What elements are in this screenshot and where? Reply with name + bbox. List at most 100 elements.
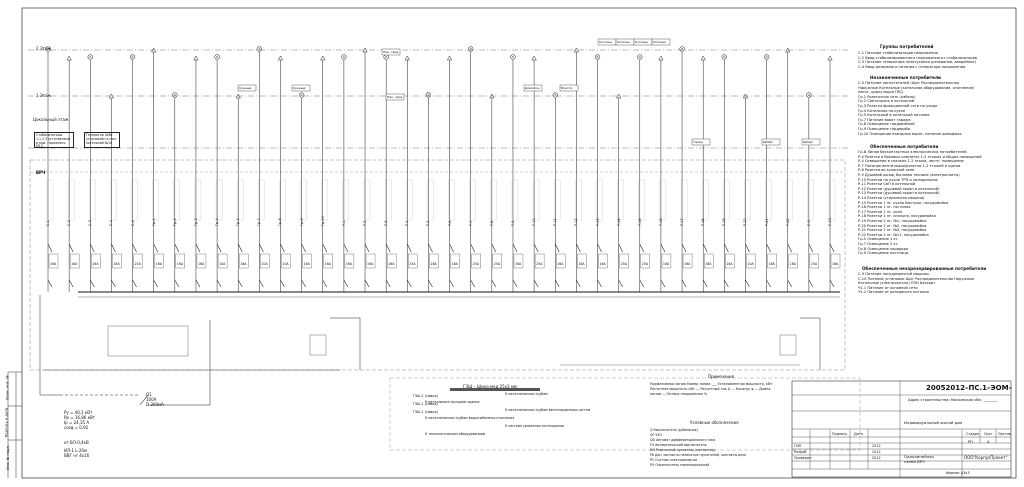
format-label: Формат А3х3 [946,471,970,475]
rcd-contact [808,279,814,288]
feeder-Гр-10 [320,55,333,292]
breaker-box [704,253,714,269]
grounding-item: ГЗШ-1 (с/ввод) [413,402,438,406]
feeder-label: Гр-3 [193,218,198,226]
symbol-item: QF УЗО [650,433,662,437]
rcd-contact [132,279,137,288]
feeder-Р-21 [763,54,777,292]
transfer-switch [107,325,189,357]
generator-block: Генератор 4кВт установлен в пом. котельн… [84,132,120,148]
legend-item: С-1 Питание стабилизаторов напряжения [858,51,938,55]
feeder-С-3 [87,54,101,292]
cable-tag [828,179,836,221]
breaker-rating: 16А [514,262,522,266]
load-lamp-icon [172,92,178,98]
feeder-columns [44,38,841,371]
breaker-rating: 16А [345,262,353,266]
breaker-contact [407,243,412,253]
legend-item: С-5 Питание нагнетателей (Щит Распредели… [858,81,960,85]
legend-item: Котельные (электрокотлы) ПЭН Бахкарт [858,281,936,286]
feeder-С-10 [827,55,841,292]
cable-tag [46,179,54,221]
feeder-Р-11 [552,92,566,292]
rcd-contact [47,279,53,288]
feeder-label: Р-17 [680,218,685,226]
load-lamp-icon [425,92,432,98]
rcd-contact [597,279,602,288]
lamp-cross [511,55,515,59]
breaker-rating: 25А [810,262,818,266]
cable-tag [596,179,603,221]
title-block: 20052012–ПС.1–ЭОМ– Адрес строительства: … [736,381,1012,477]
feeder-label: Р-4 [405,220,410,226]
breaker-contact [702,243,708,253]
breaker-box [281,253,291,269]
legend-item: Р-16 Розетки 1 эт. гостиная [858,205,911,210]
feeder-Р-9 [510,54,524,292]
feeder-label: Гр-4 [215,218,220,226]
load-lamp-icon [763,54,770,60]
stamp-sign-date: Подпись и дата [4,407,9,438]
rcd-contact [449,279,454,288]
cable-tag [680,179,688,221]
breaker-contact [111,243,116,253]
consumer-tag-box [291,84,311,92]
legend-item: Гр-9 Освещение гардероба [858,127,910,131]
consumer-tag-box [385,93,405,101]
outer-frame [21,7,1017,479]
lamp-cross [130,55,135,59]
cable-tag [659,179,667,221]
rcd-contact [216,279,222,288]
breaker-box [365,253,376,269]
meter-block-2 [779,334,797,356]
consumer-tag: Котельн [635,39,649,44]
rcd-contact [829,279,835,288]
breaker-contact [766,243,771,253]
legend-item: Р-12 Розетки (душевой экран в котельной) [858,186,940,191]
feeder-label: Р-12 [574,218,579,226]
load-lamp-icon [45,46,51,52]
legend-item: Р-17 Розетки 1 эт. холл [858,209,903,214]
breaker-contact [724,243,729,253]
breaker-rating: 16А [324,262,331,266]
cable-tag [532,179,540,221]
date-3: 2012 [872,456,881,460]
grounding-item: К металлическим трубам [505,392,548,396]
rcd-contact [724,279,729,288]
legend-item: Гр-8 Освещение коридора [858,246,909,251]
breaker-rating: 16А [176,262,184,266]
company: ООО"КорпусПроект" [964,455,1008,460]
load-lamp-icon [594,54,601,60]
breaker-contact [428,243,433,253]
rcd-contact [259,279,264,288]
legend-item: Наружные Котельные (котельная оборудован… [858,85,975,90]
breaker-box [133,253,143,269]
lamp-cross [299,93,304,97]
legend-item: Гр-1 Розеточная сеть (кабель) [858,94,916,99]
breaker-contact [576,243,581,253]
feeder-label: Р-18 [701,218,706,226]
breaker-contact [660,243,666,253]
breaker-box [154,253,164,269]
feeder-Гр-4 [214,54,228,292]
breaker-contact [364,243,370,253]
consumer-tag-box [523,84,543,92]
legend-group2-title: Незаконченные потребители [870,75,941,80]
legend-item: Р-15 Розетки 1 эт. кухня быстрая, посудо… [858,200,949,205]
lamp-cross [342,55,346,59]
lamp-cross [680,47,684,51]
breaker-rating: 25А [641,262,649,266]
breaker-rating: 16А [705,262,712,266]
role-developer: Разраб. [794,450,808,454]
sheets-label: Листов [998,432,1011,436]
breaker-rating: 25А [493,262,501,266]
cable-tag [89,179,96,221]
breaker-box [386,253,397,269]
cable-tag [469,179,476,221]
floor-2-label: 2 Этаж [36,46,51,51]
breaker-rating: 10А [747,262,754,266]
lamp-cross [468,47,473,51]
breaker-rating: 16А [726,262,733,266]
switch-line-1: Q1 [146,392,152,397]
lamp-cross [426,93,431,97]
